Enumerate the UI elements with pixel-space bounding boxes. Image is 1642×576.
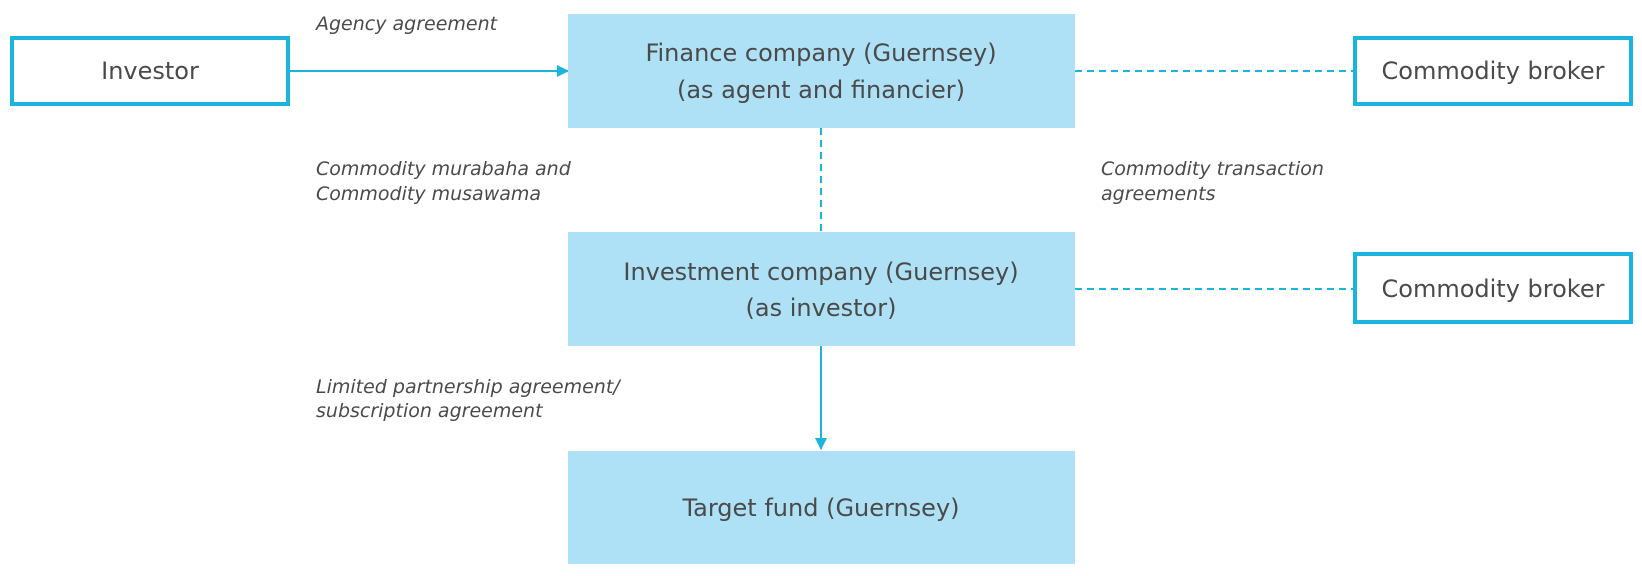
commodity-transaction-label-line2: agreements <box>1101 183 1216 205</box>
limited-partnership-label-line2: subscription agreement <box>316 400 544 422</box>
commodity-murabaha-label-line2: Commodity musawama <box>316 183 541 205</box>
agency-agreement-label: Agency agreement <box>314 13 499 35</box>
commodity-broker-top-box: Commodity broker <box>1353 36 1633 106</box>
commodity-broker-bottom-box: Commodity broker <box>1353 252 1633 324</box>
commodity-broker-top-label: Commodity broker <box>1382 57 1605 85</box>
limited-partnership-label-line1: Limited partnership agreement/ <box>316 376 622 398</box>
commodity-broker-bottom-label: Commodity broker <box>1382 275 1605 303</box>
investor-label: Investor <box>101 57 199 85</box>
target-fund-box: Target fund (Guernsey) <box>568 451 1075 564</box>
investment-company-label-line2: (as investor) <box>746 294 897 322</box>
target-fund-label: Target fund (Guernsey) <box>681 494 959 522</box>
commodity-murabaha-label-line1: Commodity murabaha and <box>316 158 572 180</box>
finance-company-box: Finance company (Guernsey) (as agent and… <box>568 14 1075 128</box>
investment-company-label-line1: Investment company (Guernsey) <box>623 258 1018 286</box>
finance-company-label-line1: Finance company (Guernsey) <box>645 39 996 67</box>
investment-company-box: Investment company (Guernsey) (as invest… <box>568 232 1075 346</box>
investor-box: Investor <box>10 36 290 106</box>
finance-company-label-line2: (as agent and financier) <box>677 76 965 104</box>
commodity-transaction-label-line1: Commodity transaction <box>1101 158 1324 180</box>
